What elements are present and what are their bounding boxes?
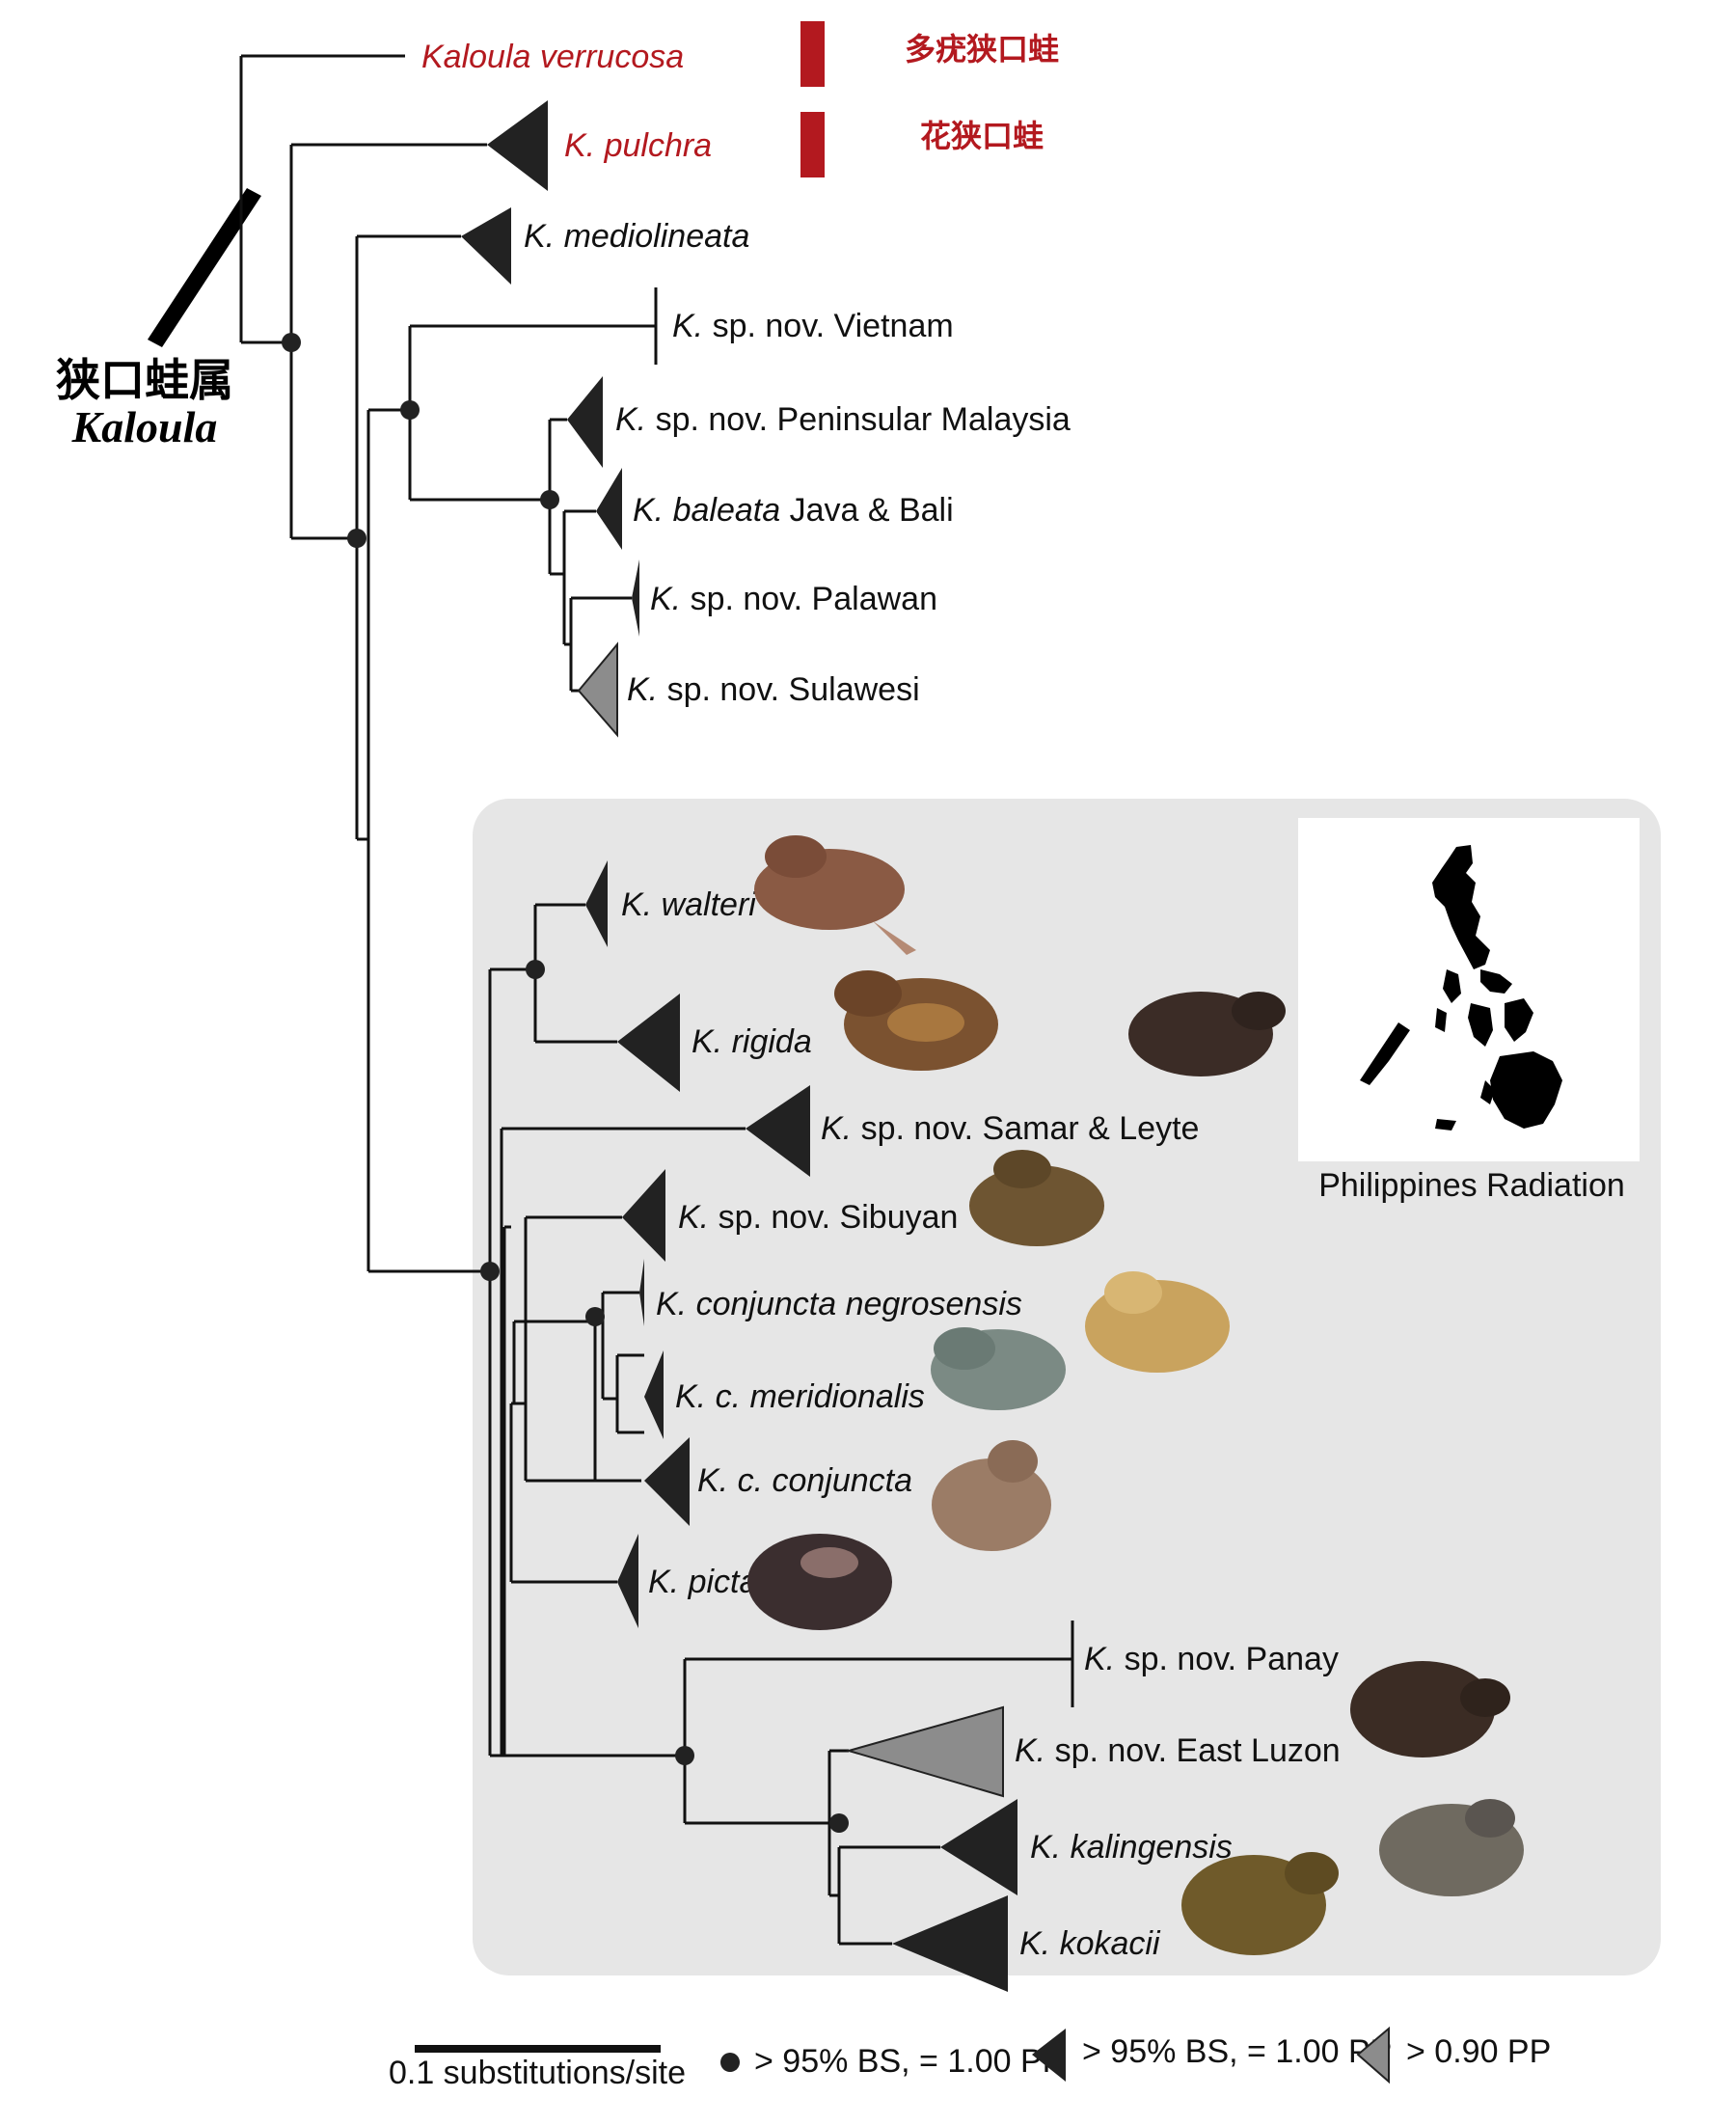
label-conjuncta: K. c. conjuncta bbox=[697, 1462, 912, 1499]
meridionalis-triangle bbox=[644, 1350, 664, 1439]
label-baleata: K. baleata Java & Bali bbox=[633, 492, 954, 529]
legend: 0.1 substitutions/site > 95% BS, = 1.00 … bbox=[389, 2026, 1551, 2091]
label-pulchra: K. pulchra bbox=[564, 127, 712, 164]
eastluzon-triangle bbox=[845, 1705, 1004, 1798]
verrucosa-marker bbox=[800, 21, 825, 87]
legend-black-triangle bbox=[1032, 2029, 1066, 2082]
conjuncta-triangle bbox=[644, 1437, 690, 1526]
tree-branches bbox=[239, 54, 1072, 1946]
legend-dot bbox=[720, 2053, 740, 2072]
label-kalingensis: K. kalingensis bbox=[1030, 1829, 1233, 1866]
legend-dot-label: > 95% BS, = 1.00 PP bbox=[754, 2043, 1064, 2080]
label-panay: K. sp. nov. Panay bbox=[1084, 1641, 1339, 1677]
label-verrucosa: Kaloula verrucosa bbox=[421, 39, 684, 75]
label-mediolineata: K. mediolineata bbox=[524, 218, 749, 255]
label-palawan: K. sp. nov. Palawan bbox=[650, 581, 937, 617]
genus-latin-label: Kaloula bbox=[71, 402, 218, 451]
malaysia-triangle bbox=[567, 376, 603, 468]
pulchra-triangle bbox=[487, 100, 548, 191]
verrucosa-chinese-name: 多疣狭口蛙 bbox=[905, 31, 1059, 68]
map-inset bbox=[1298, 818, 1640, 1161]
label-walteri: K. walteri bbox=[621, 886, 757, 923]
frog-photo-negrosensis bbox=[1085, 1271, 1230, 1373]
pulchra-chinese-name: 花狭口蛙 bbox=[920, 118, 1044, 154]
legend-grey-triangle-label: > 0.90 PP bbox=[1406, 2033, 1551, 2070]
label-picta: K. picta bbox=[648, 1564, 757, 1600]
kalingensis-triangle bbox=[940, 1799, 1017, 1895]
rigida-triangle bbox=[617, 994, 680, 1092]
frog-photo-walteri bbox=[754, 835, 916, 955]
genus-bar bbox=[148, 188, 261, 347]
label-kokacii: K. kokacii bbox=[1019, 1925, 1161, 1962]
label-rigida: K. rigida bbox=[692, 1023, 812, 1060]
frog-photo-meridionalis bbox=[931, 1327, 1066, 1410]
scale-label: 0.1 substitutions/site bbox=[389, 2055, 686, 2091]
label-meridionalis: K. c. meridionalis bbox=[675, 1378, 925, 1415]
frog-photo-conjuncta bbox=[932, 1440, 1051, 1551]
support-nodes bbox=[282, 333, 849, 1833]
frog-photos bbox=[747, 835, 1524, 1955]
frog-photo-eastluzon bbox=[1350, 1661, 1510, 1757]
samar-triangle bbox=[746, 1085, 810, 1177]
collapsed-clades bbox=[461, 100, 1017, 1992]
frog-photo-kalingensis bbox=[1379, 1799, 1524, 1896]
frog-photo-samar bbox=[1128, 992, 1286, 1076]
label-sibuyan: K. sp. nov. Sibuyan bbox=[678, 1199, 958, 1236]
negrosensis-triangle bbox=[639, 1259, 644, 1326]
legend-black-triangle-label: > 95% BS, = 1.00 PP bbox=[1082, 2033, 1392, 2070]
frog-photo-picta bbox=[747, 1534, 892, 1630]
baleata-triangle bbox=[596, 468, 622, 550]
mediolineata-triangle bbox=[461, 207, 511, 285]
pulchra-marker bbox=[800, 112, 825, 177]
label-samar: K. sp. nov. Samar & Leyte bbox=[821, 1110, 1199, 1147]
label-negrosensis: K. conjuncta negrosensis bbox=[656, 1286, 1022, 1322]
frog-photo-rigida bbox=[834, 970, 998, 1071]
frog-photo-kokacii bbox=[1181, 1852, 1339, 1955]
legend-grey-triangle bbox=[1356, 2026, 1390, 2084]
frog-photo-sibuyan bbox=[969, 1150, 1104, 1246]
label-eastluzon: K. sp. nov. East Luzon bbox=[1015, 1732, 1341, 1769]
region-label: Philippines Radiation bbox=[1318, 1167, 1625, 1204]
palawan-triangle bbox=[632, 559, 639, 637]
walteri-triangle bbox=[585, 860, 608, 947]
label-sulawesi: K. sp. nov. Sulawesi bbox=[627, 671, 920, 708]
label-malaysia: K. sp. nov. Peninsular Malaysia bbox=[615, 401, 1071, 438]
picta-triangle bbox=[617, 1534, 638, 1628]
kokacii-triangle bbox=[892, 1895, 1008, 1992]
sibuyan-triangle bbox=[622, 1169, 665, 1262]
philippines-map-icon bbox=[1360, 845, 1562, 1131]
sulawesi-triangle bbox=[577, 641, 618, 738]
label-vietnam: K. sp. nov. Vietnam bbox=[672, 308, 954, 344]
genus-chinese-label: 狭口蛙属 bbox=[56, 354, 233, 406]
